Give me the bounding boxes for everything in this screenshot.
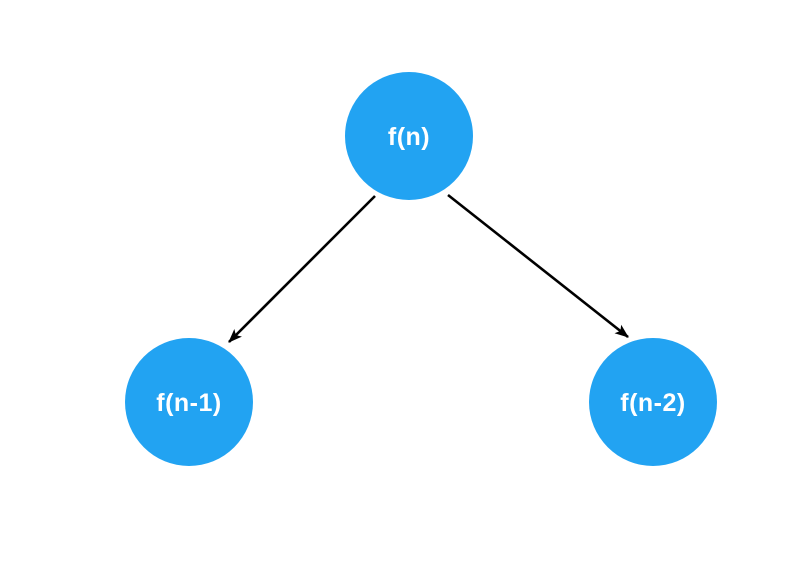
- node-fn-1-label: f(n-1): [156, 389, 221, 417]
- edge-fn-to-fn-1: [228, 195, 376, 343]
- edge-fn-to-fn-2: [447, 193, 629, 339]
- node-fn: f(n): [345, 72, 473, 200]
- node-fn-circle: [345, 72, 473, 200]
- node-fn-2-label: f(n-2): [620, 389, 685, 417]
- node-fn-2-circle: [589, 338, 717, 466]
- node-fn-2: f(n-2): [589, 338, 717, 466]
- node-fn-1: f(n-1): [125, 338, 253, 466]
- node-fn-label: f(n): [388, 123, 430, 151]
- node-fn-1-circle: [125, 338, 253, 466]
